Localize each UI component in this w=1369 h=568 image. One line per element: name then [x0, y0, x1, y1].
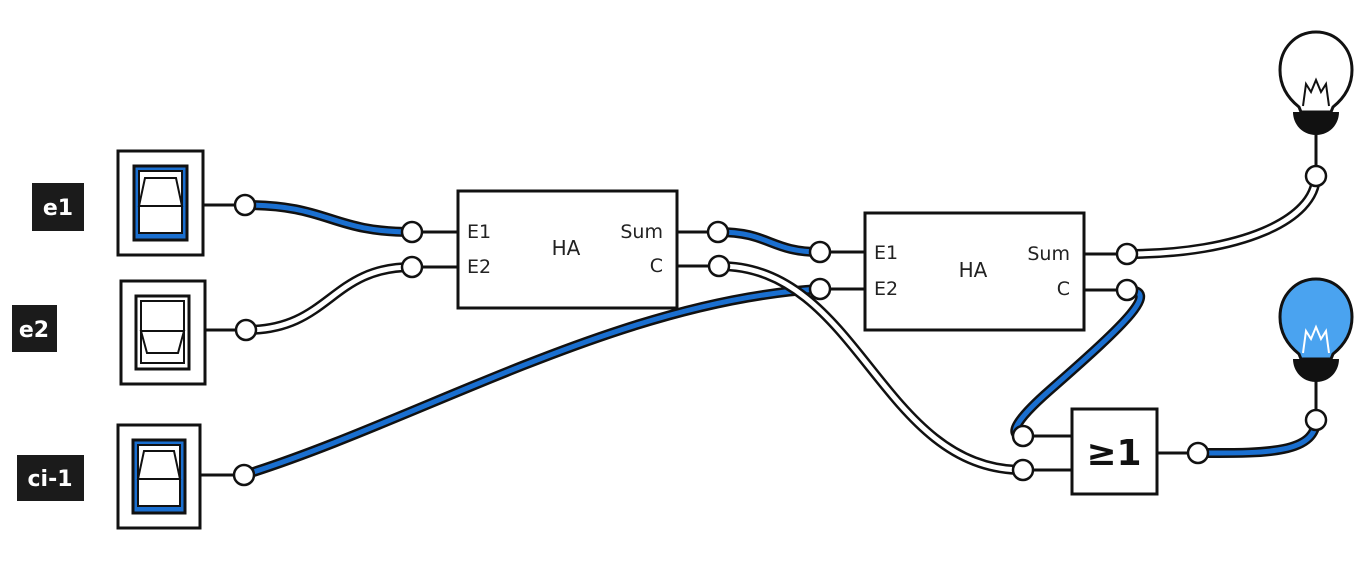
or-gate-label: ≥1	[1086, 433, 1141, 474]
half-adder-2[interactable]: E1 E2 HA Sum C	[863, 211, 1086, 332]
pin-stubs	[200, 132, 1318, 477]
ha1-output-sum-label: Sum	[620, 221, 663, 243]
switch-tag-label: e2	[19, 318, 49, 343]
switch-tag-label: e1	[43, 196, 73, 221]
pin-lamp-sum[interactable]	[1304, 164, 1328, 188]
pin-or-in1[interactable]	[1011, 424, 1035, 448]
ha2-output-c-label: C	[1057, 278, 1070, 300]
connector-pins	[232, 164, 1328, 487]
pin-switch-e2[interactable]	[234, 318, 258, 342]
wire-or-to-lamp[interactable]	[1193, 415, 1321, 459]
pin-lamp-carry[interactable]	[1304, 408, 1328, 432]
switch-e1[interactable]	[116, 149, 205, 257]
wire-ha1c-to-or[interactable]	[714, 261, 1028, 475]
pin-or-in2[interactable]	[1011, 458, 1035, 482]
ha2-output-sum-label: Sum	[1027, 243, 1070, 265]
wire-ci-to-ha2[interactable]	[239, 284, 825, 480]
switch-e2[interactable]	[119, 279, 207, 386]
ha1-input-e2-label: E2	[467, 256, 491, 278]
ha2-input-e1-label: E1	[874, 242, 898, 264]
switch-tag-e1: e1	[32, 183, 84, 231]
wire-e2-to-ha1[interactable]	[241, 262, 417, 335]
ha2-title: HA	[959, 258, 988, 282]
ha2-input-e2-label: E2	[874, 278, 898, 300]
ha1-input-e1-label: E1	[467, 221, 491, 243]
wire-e1-to-ha1[interactable]	[240, 200, 417, 237]
pin-ha1-c[interactable]	[707, 254, 731, 278]
switch-tag-ci-1: ci-1	[17, 455, 84, 501]
pin-switch-ci-1[interactable]	[232, 463, 256, 487]
switch-ci-1[interactable]	[116, 423, 202, 530]
pin-ha1-e1[interactable]	[400, 220, 424, 244]
pin-switch-e1[interactable]	[233, 193, 257, 217]
lightbulb-icon	[1278, 30, 1354, 135]
pin-ha1-sum[interactable]	[706, 220, 730, 244]
wire-ha2sum-to-lamp[interactable]	[1122, 171, 1321, 259]
switch-tag-label: ci-1	[27, 467, 72, 492]
ha1-title: HA	[552, 236, 581, 260]
half-adder-1[interactable]: E1 E2 HA Sum C	[456, 189, 679, 310]
pin-or-out[interactable]	[1186, 441, 1210, 465]
or-gate[interactable]: ≥1	[1070, 407, 1159, 496]
pin-ha2-e1[interactable]	[808, 240, 832, 264]
pin-ha2-sum[interactable]	[1115, 242, 1139, 266]
pin-ha2-c[interactable]	[1115, 278, 1139, 302]
ha1-output-c-label: C	[650, 255, 663, 277]
pin-ha2-e2[interactable]	[808, 277, 832, 301]
lightbulb-icon	[1278, 277, 1354, 382]
wire-ha1sum-to-ha2[interactable]	[713, 227, 825, 257]
switch-tag-e2: e2	[12, 305, 57, 352]
pin-ha1-e2[interactable]	[400, 255, 424, 279]
